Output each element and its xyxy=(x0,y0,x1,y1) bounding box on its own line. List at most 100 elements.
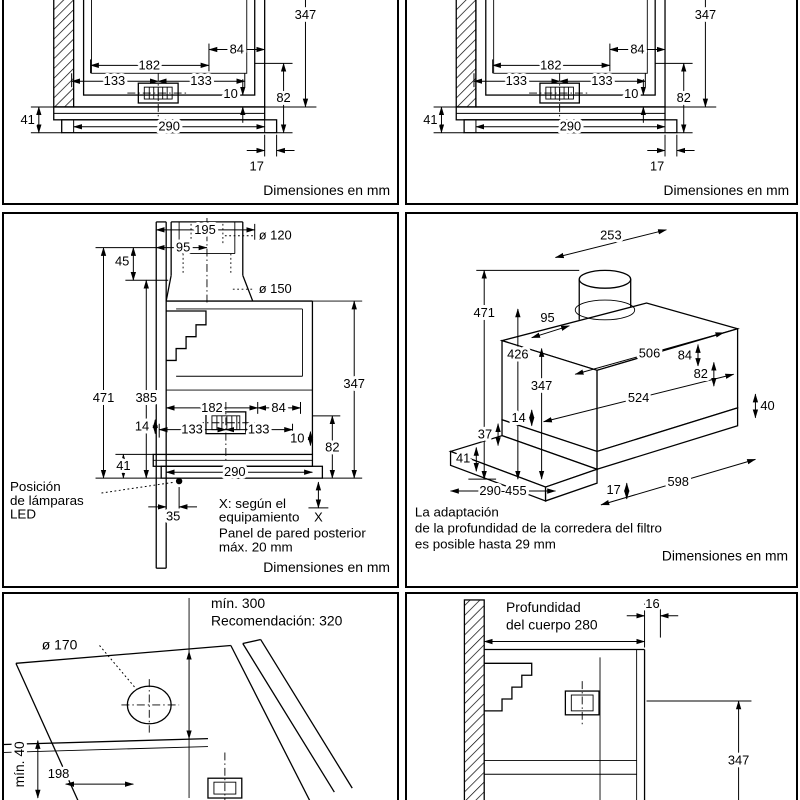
dim-133-right: 133 xyxy=(248,422,270,437)
dim-41: 41 xyxy=(116,458,130,473)
hood-body-drawing xyxy=(53,0,278,134)
annotations: Profundidad del cuerpo 280 16 347 xyxy=(503,594,752,770)
dim-347: 347 xyxy=(695,7,716,22)
dim-14: 14 xyxy=(135,419,149,434)
wall-hatch xyxy=(455,0,477,108)
dim-133-left: 133 xyxy=(181,422,203,437)
dim-506: 506 xyxy=(639,345,660,360)
min-40-note: mín. 40 xyxy=(11,741,27,787)
dim-84: 84 xyxy=(230,42,244,57)
dim-471: 471 xyxy=(473,305,494,320)
dim-290: 290 xyxy=(158,119,180,134)
dimension-labels: 253 471 95 426 347 506 84 82 14 524 40 3… xyxy=(453,225,778,501)
dim-133-right: 133 xyxy=(190,73,212,88)
led-note-line2: de lámparas xyxy=(10,493,84,508)
dim-198: 198 xyxy=(48,766,70,781)
dim-10: 10 xyxy=(223,86,237,101)
dim-290: 290 xyxy=(560,119,581,134)
caption-line2: de la profundidad de la corredera del fi… xyxy=(415,521,662,536)
min-300-note: mín. 300 xyxy=(211,595,265,611)
units-note: Dimensiones en mm xyxy=(263,559,390,575)
hood-drawing xyxy=(152,217,324,569)
dim-195: 195 xyxy=(194,222,216,237)
hood-drawing xyxy=(484,648,646,800)
dimension-labels: 347 84 182 133 133 10 82 41 290 17 Dimen… xyxy=(17,4,390,198)
dim-16: 16 xyxy=(645,596,659,611)
x-note-line1: X: según el xyxy=(219,496,286,511)
caption-line1: La adaptación xyxy=(415,505,499,520)
dim-290: 290 xyxy=(224,464,246,479)
panel-clearance-view: mín. 300 Recomendación: 320 ø 170 mín. 4… xyxy=(2,592,399,800)
dim-290-455: 290-455 xyxy=(479,483,526,498)
dim-41: 41 xyxy=(456,450,470,465)
dimension-labels: 195 95 45 ø 120 ø 150 471 385 347 182 84… xyxy=(90,219,368,528)
dim-182: 182 xyxy=(540,57,561,72)
wall-hatch xyxy=(463,599,485,800)
depth-note-line1: Profundidad xyxy=(506,599,581,615)
dimension-lines xyxy=(30,0,317,157)
x-note-line2: equipamiento xyxy=(219,510,300,525)
annotations: La adaptación de la profundidad de la co… xyxy=(415,505,788,564)
dim-385: 385 xyxy=(136,390,158,405)
dim-598: 598 xyxy=(667,474,688,489)
hood-front-diagram: 347 84 182 133 133 10 82 41 290 17 Dimen… xyxy=(17,0,390,198)
dim-diameter-150: ø 150 xyxy=(259,281,292,296)
dim-182: 182 xyxy=(138,57,160,72)
wall-hatch xyxy=(53,0,75,108)
dim-347: 347 xyxy=(728,752,749,767)
panel-front-view-right: 347 84 182 133 133 10 82 41 290 17 Dimen… xyxy=(405,0,798,205)
panel-full-view: 195 95 45 ø 120 ø 150 471 385 347 182 84… xyxy=(2,212,399,588)
dimension-lines xyxy=(35,597,192,799)
led-lamp-dot xyxy=(175,477,183,485)
dim-37: 37 xyxy=(478,427,492,442)
dim-82: 82 xyxy=(276,90,290,105)
dim-41: 41 xyxy=(20,112,34,127)
dim-95: 95 xyxy=(540,310,554,325)
dimension-lines xyxy=(433,0,717,157)
dim-426: 426 xyxy=(507,346,528,361)
dim-84: 84 xyxy=(678,347,692,362)
dim-82: 82 xyxy=(325,439,339,454)
depth-diagram: Profundidad del cuerpo 280 16 347 xyxy=(463,594,752,800)
dim-84: 84 xyxy=(630,41,644,56)
dimension-labels: 347 84 182 133 133 10 82 41 290 17 Dimen… xyxy=(420,4,790,198)
units-note: Dimensiones en mm xyxy=(664,182,790,198)
dim-diameter-170: ø 170 xyxy=(42,636,78,652)
led-note-line3: LED xyxy=(10,507,36,522)
dim-82: 82 xyxy=(677,90,691,105)
dim-x: X xyxy=(314,510,323,525)
hood-body-drawing xyxy=(455,0,678,134)
dim-253: 253 xyxy=(600,228,621,243)
dim-10: 10 xyxy=(624,86,638,101)
annotations: Posición de lámparas LED X: según el equ… xyxy=(10,479,390,575)
dimension-lines xyxy=(95,223,363,513)
panel-perspective-view: 253 471 95 426 347 506 84 82 14 524 40 3… xyxy=(405,212,798,588)
dim-35: 35 xyxy=(166,509,180,524)
hood-front-diagram: 347 84 182 133 133 10 82 41 290 17 Dimen… xyxy=(420,0,790,198)
dim-17: 17 xyxy=(250,158,264,173)
recommendation-note: Recomendación: 320 xyxy=(211,613,343,629)
dim-17: 17 xyxy=(650,158,664,173)
hood-full-diagram: 195 95 45 ø 120 ø 150 471 385 347 182 84… xyxy=(10,217,390,575)
dimension-lines xyxy=(483,601,752,800)
dim-45: 45 xyxy=(115,253,129,268)
depth-note-line2: del cuerpo 280 xyxy=(506,617,598,633)
dim-40: 40 xyxy=(760,398,774,413)
dim-133-right: 133 xyxy=(591,73,612,88)
dim-95: 95 xyxy=(176,240,190,255)
annotations: mín. 300 Recomendación: 320 ø 170 mín. 4… xyxy=(8,595,343,791)
units-note: Dimensiones en mm xyxy=(263,182,390,198)
dimension-lines xyxy=(449,229,759,506)
dim-133-left: 133 xyxy=(506,73,527,88)
dim-347: 347 xyxy=(295,7,317,22)
dim-84: 84 xyxy=(271,400,285,415)
rear-panel-note-line1: Panel de pared posterior xyxy=(219,526,366,541)
dim-347: 347 xyxy=(343,376,365,391)
dim-10: 10 xyxy=(290,431,304,446)
panel-front-view-left: 347 84 182 133 133 10 82 41 290 17 Dimen… xyxy=(2,0,399,205)
dim-17: 17 xyxy=(606,482,620,497)
panel-depth-view: Profundidad del cuerpo 280 16 347 xyxy=(405,592,798,800)
dim-133-left: 133 xyxy=(104,73,126,88)
dim-diameter-120: ø 120 xyxy=(259,228,292,243)
